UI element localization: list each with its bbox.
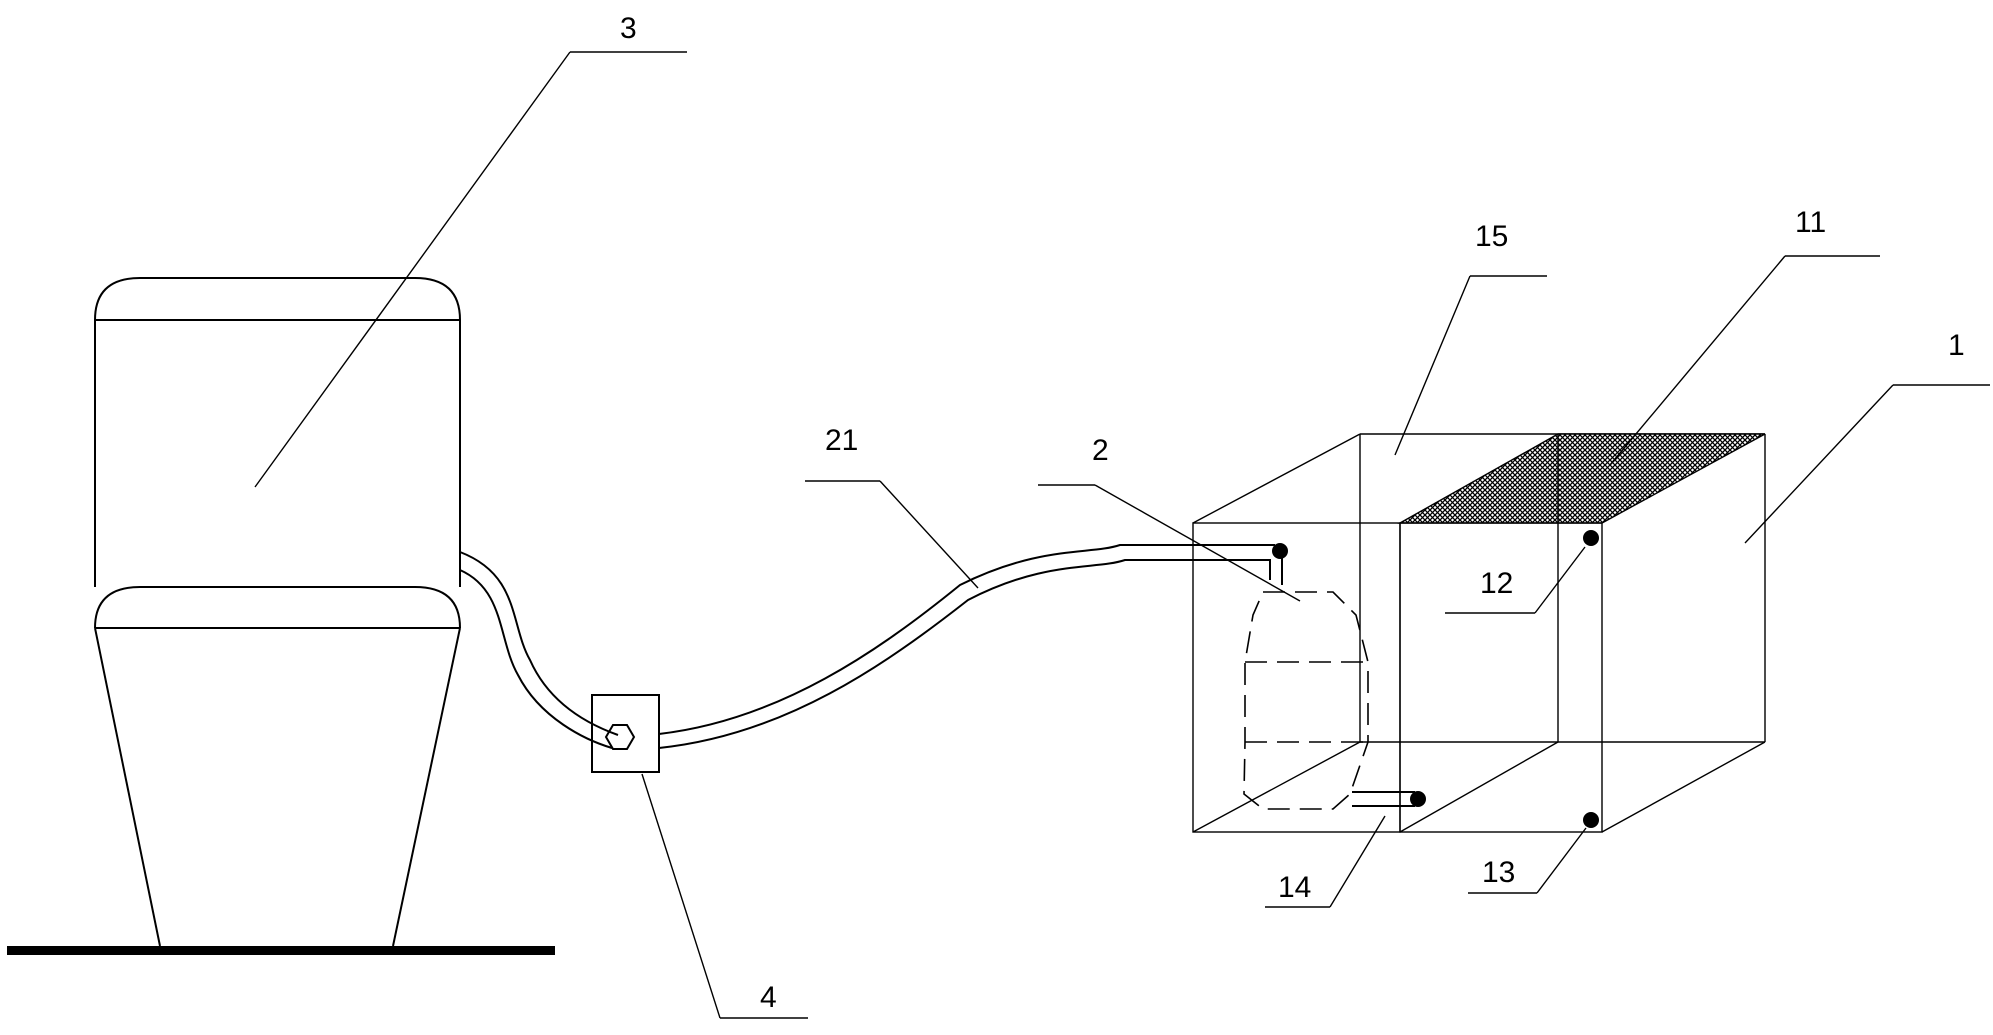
label-chamber: 15 bbox=[1475, 220, 1508, 253]
toilet-lid-curve bbox=[94, 586, 461, 629]
label-outlet-port: 14 bbox=[1278, 871, 1311, 904]
label-pump: 2 bbox=[1092, 434, 1109, 467]
label-pipe: 21 bbox=[825, 424, 858, 457]
label-toilet: 3 bbox=[620, 12, 637, 45]
pipe-21 bbox=[658, 544, 1283, 749]
label-valve: 4 bbox=[760, 981, 777, 1014]
toilet-base-left bbox=[94, 627, 161, 947]
label-lower-port: 13 bbox=[1482, 856, 1515, 889]
toilet-drain-hose bbox=[459, 551, 619, 749]
tank-front-face bbox=[1399, 522, 1603, 833]
valve-knob-icon bbox=[604, 724, 636, 750]
valve bbox=[591, 694, 660, 773]
chamber-front-face bbox=[1192, 522, 1401, 833]
lower-port-icon bbox=[1583, 812, 1599, 828]
pump-inlet-port-icon bbox=[1272, 543, 1288, 559]
valve-box bbox=[591, 694, 660, 773]
outlet-pipe-14 bbox=[1352, 791, 1426, 807]
pump bbox=[1243, 591, 1369, 810]
pump-body bbox=[1243, 591, 1369, 810]
label-upper-port: 12 bbox=[1480, 567, 1513, 600]
mesh-top-panel bbox=[1397, 433, 1766, 524]
tank-box bbox=[1397, 433, 1766, 833]
toilet bbox=[94, 277, 461, 947]
label-mesh: 11 bbox=[1795, 206, 1826, 239]
toilet-base-right bbox=[392, 627, 461, 947]
toilet-tank-outline bbox=[94, 277, 461, 587]
outlet-port-icon bbox=[1410, 791, 1426, 807]
upper-port-icon bbox=[1583, 530, 1599, 546]
leader-lines bbox=[254, 51, 1990, 1019]
floor-line bbox=[7, 946, 555, 955]
label-tank: 1 bbox=[1948, 329, 1965, 362]
